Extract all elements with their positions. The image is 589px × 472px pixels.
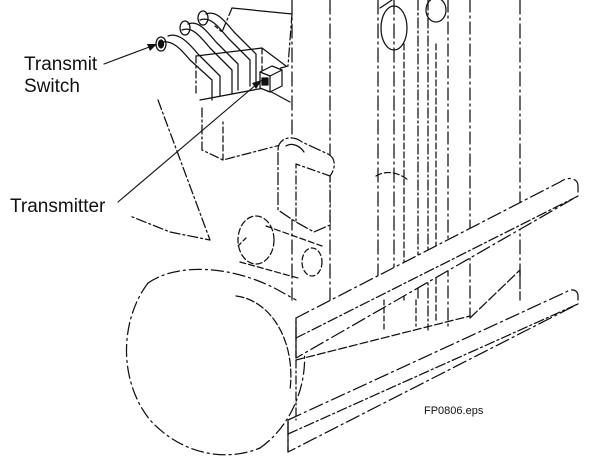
transmitter-box xyxy=(259,65,283,93)
machine-linework xyxy=(103,0,579,456)
lift-cylinder xyxy=(237,215,323,279)
transmitter-leader[interactable] xyxy=(117,83,258,203)
transmit-switch-arrowhead xyxy=(147,44,157,51)
transmit-switch-label: Transmit Switch xyxy=(24,54,97,98)
figure-id-label: FP0806.eps xyxy=(424,405,484,417)
lower-fork xyxy=(287,289,579,453)
control-console xyxy=(195,7,293,161)
leader-lines[interactable] xyxy=(103,44,262,203)
transmit-switch-leader[interactable] xyxy=(103,45,153,65)
carriage-bracket xyxy=(277,137,409,233)
transmit-switch-label-line2: Switch xyxy=(24,76,80,97)
transmitter-arrowhead xyxy=(252,80,262,89)
guard-edge xyxy=(129,99,211,241)
transmitter-label: Transmitter xyxy=(10,196,106,217)
transmit-switch-label-line1: Transmit xyxy=(24,54,98,75)
mast-pulleys xyxy=(379,0,447,51)
control-levers xyxy=(155,10,257,101)
lower-chassis xyxy=(295,269,521,421)
upper-fork xyxy=(295,177,579,359)
